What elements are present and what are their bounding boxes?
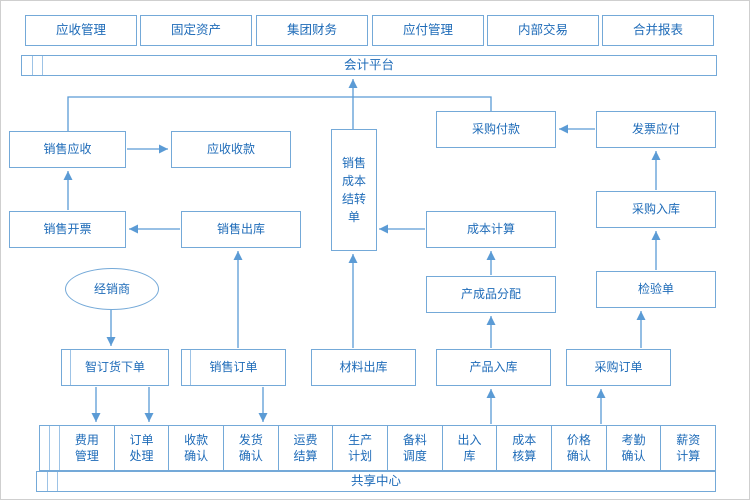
node-product-inbound: 产品入库 — [436, 349, 551, 386]
cell-expense-mgmt: 费用管理 — [60, 426, 115, 470]
node-purchase-order: 采购订单 — [566, 349, 671, 386]
stack-strip — [32, 56, 33, 75]
node-sales-invoicing: 销售开票 — [9, 211, 126, 248]
shared-center-bar: 共享中心 — [36, 471, 716, 492]
accounting-platform-label: 会计平台 — [343, 57, 394, 73]
node-sales-order: 销售订单 — [181, 349, 286, 386]
module-internal-trade: 内部交易 — [487, 15, 599, 46]
cell-price-confirm: 价格确认 — [552, 426, 607, 470]
node-order-placement: 智订货下单 — [61, 349, 169, 386]
node-material-outbound: 材料出库 — [311, 349, 416, 386]
node-purchase-inbound: 采购入库 — [596, 191, 716, 228]
cell-production-plan: 生产计划 — [333, 426, 389, 470]
sales-order-label: 销售订单 — [209, 360, 258, 375]
stack-strip — [190, 350, 191, 385]
shared-center-cells: 费用管理 订单处理 收款确认 发货确认 运费结算 生产计划 备料调度 出入库 成… — [39, 425, 716, 471]
cell-order-processing: 订单处理 — [115, 426, 170, 470]
node-receivable-collection: 应收收款 — [171, 131, 291, 168]
cell-material-dispatch: 备料调度 — [388, 426, 443, 470]
cell-freight-settle: 运费结算 — [279, 426, 334, 470]
accounting-platform-bar: 会计平台 — [21, 55, 717, 76]
cell-in-out-warehouse: 出入库 — [443, 426, 498, 470]
node-sales-outbound: 销售出库 — [181, 211, 301, 248]
cell-shipment-confirm: 发货确认 — [224, 426, 279, 470]
cell-attendance-confirm: 考勤确认 — [607, 426, 662, 470]
node-invoice-payable: 发票应付 — [596, 111, 716, 148]
module-consolidated-reports: 合并报表 — [602, 15, 714, 46]
stack-strip — [47, 472, 48, 491]
stack-strip — [50, 426, 60, 470]
stack-strip — [42, 56, 43, 75]
node-inspection-doc: 检验单 — [596, 271, 716, 308]
cell-cost-accounting: 成本核算 — [497, 426, 553, 470]
order-placement-label: 智订货下单 — [84, 360, 145, 375]
node-finished-goods-allocation: 产成品分配 — [426, 276, 556, 313]
stack-strip — [40, 426, 50, 470]
module-fixed-assets: 固定资产 — [140, 15, 252, 46]
shared-center-label: 共享中心 — [350, 473, 401, 489]
module-receivables-mgmt: 应收管理 — [25, 15, 137, 46]
cell-payment-confirm: 收款确认 — [169, 426, 225, 470]
module-payables-mgmt: 应付管理 — [372, 15, 484, 46]
stack-strip — [70, 350, 71, 385]
cell-payroll-calc: 薪资计算 — [676, 432, 701, 463]
stack-strip — [57, 472, 58, 491]
module-group-finance: 集团财务 — [256, 15, 368, 46]
node-purchase-payment: 采购付款 — [436, 111, 556, 148]
node-sales-receivable: 销售应收 — [9, 131, 126, 168]
node-sales-cost-carryover: 销售成本结转单 — [331, 129, 377, 251]
node-distributor: 经销商 — [65, 268, 159, 310]
node-cost-calculation: 成本计算 — [426, 211, 556, 248]
